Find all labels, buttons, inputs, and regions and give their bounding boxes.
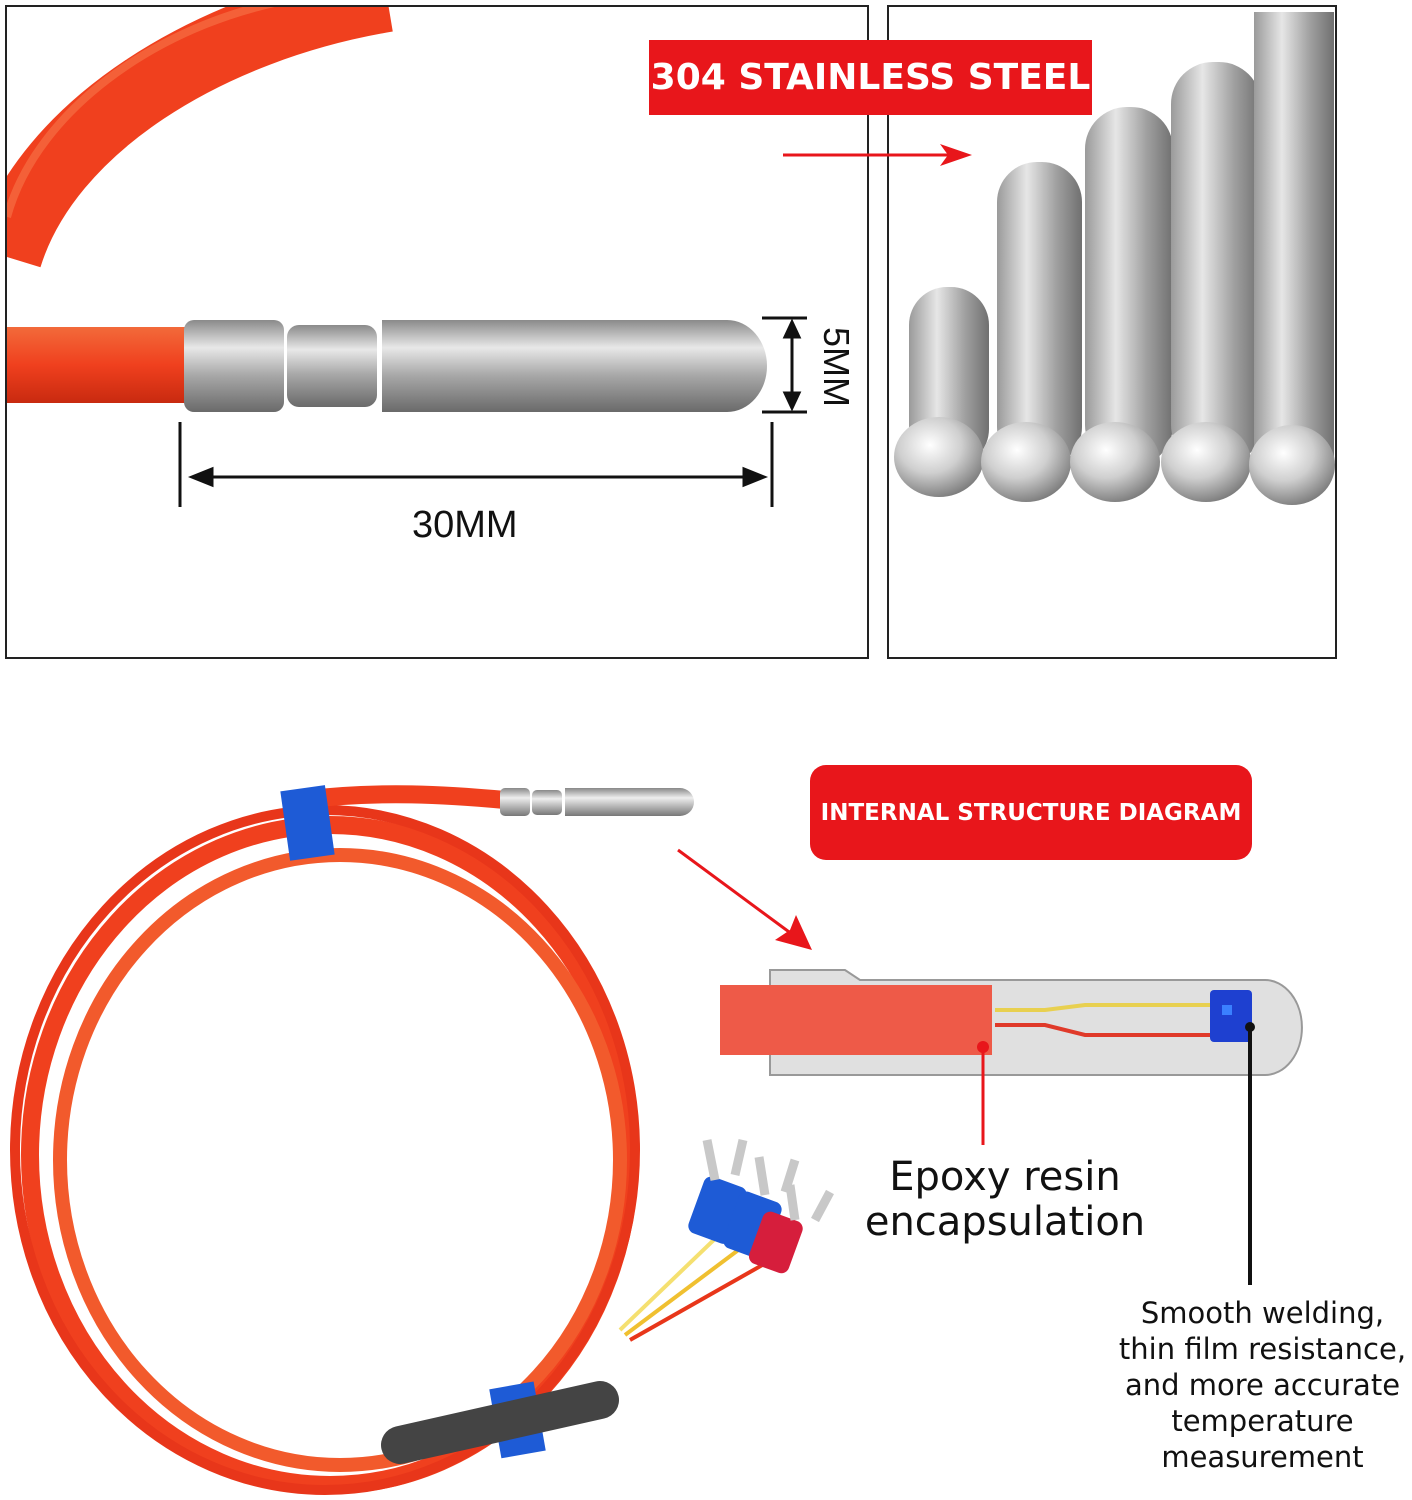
welding-line-3: and more accurate [1124, 1368, 1401, 1402]
length-dimension-label: 30MM [412, 504, 518, 546]
coiled-sensor-cable-photo [10, 785, 834, 1495]
internal-structure-banner: INTERNAL STRUCTURE DIAGRAM [810, 765, 1252, 860]
internal-structure-diagram [720, 969, 1303, 1285]
stainless-steel-panel [887, 5, 1337, 659]
probe-dimension-illustration [7, 7, 807, 507]
welding-resistance-label: Smooth welding, thin film resistance, an… [1110, 1295, 1412, 1475]
steel-probes-photo [894, 12, 1335, 505]
epoxy-resin-label: Epoxy resin encapsulation [855, 1155, 1155, 1245]
welding-line-1: Smooth welding, [1140, 1296, 1385, 1330]
welding-line-4: temperature [1171, 1404, 1354, 1438]
pointer-arrow-icon [783, 144, 972, 166]
stainless-steel-banner: 304 STAINLESS STEEL [649, 40, 1092, 115]
width-dimension-label: 5MM [816, 327, 857, 407]
epoxy-line-1: Epoxy resin [889, 1154, 1121, 1200]
welding-line-5: measurement [1161, 1440, 1364, 1474]
welding-line-2: thin film resistance, [1118, 1332, 1407, 1366]
epoxy-line-2: encapsulation [864, 1199, 1146, 1245]
